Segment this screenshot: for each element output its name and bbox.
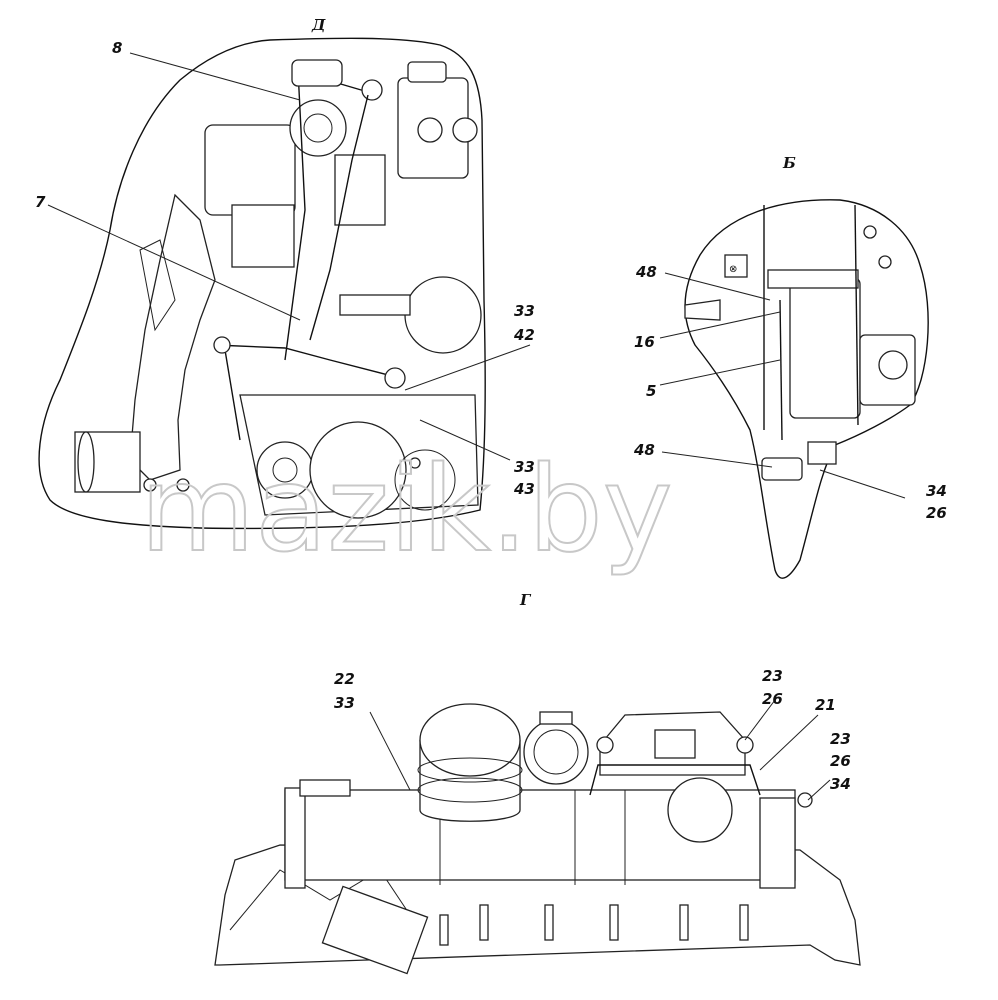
svg-text:⊗: ⊗ (729, 264, 737, 275)
view-b-outline (684, 199, 929, 579)
pulley (289, 99, 347, 157)
watermark: mazik.by (140, 440, 673, 578)
callout-g-33: 33 (334, 694, 355, 712)
callout-g-26-a: 26 (762, 690, 783, 708)
callout-g-22: 22 (334, 670, 355, 688)
callout-g-34: 34 (830, 775, 851, 793)
view-d-outline (38, 37, 486, 530)
base-studs (439, 904, 749, 946)
exhaust-manifold (129, 193, 216, 481)
view-b-detail: ⊗ Б 48 16 5 48 34 26 (633, 154, 947, 579)
view-d-title: Д (311, 16, 326, 34)
callout-g-23-a: 23 (762, 667, 783, 685)
view-d-detail: Д 8 7 33 42 33 43 (35, 16, 535, 530)
callout-b-48-b: 48 (633, 441, 655, 459)
callout-b-5: 5 (646, 382, 656, 400)
callout-d-33-b: 33 (514, 458, 535, 476)
callout-b-48-a: 48 (635, 263, 657, 281)
callout-g-21: 21 (815, 696, 836, 714)
fuel-filter-body (789, 277, 861, 419)
callout-d-33-a: 33 (514, 302, 535, 320)
callout-b-34: 34 (926, 482, 947, 500)
callout-d-43: 43 (513, 480, 535, 498)
callout-d-7: 7 (35, 193, 46, 211)
callout-g-23-b: 23 (830, 730, 851, 748)
callout-b-26: 26 (926, 504, 947, 522)
view-g-detail: Г (214, 591, 861, 975)
callout-d-8: 8 (112, 39, 122, 57)
callout-g-26-b: 26 (830, 752, 851, 770)
view-g-title: Г (519, 591, 532, 609)
callout-b-16: 16 (634, 333, 655, 351)
turbocharger-housing (204, 124, 296, 216)
callout-d-42: 42 (513, 326, 535, 344)
view-b-title: Б (782, 154, 796, 172)
control-rod (284, 69, 306, 361)
